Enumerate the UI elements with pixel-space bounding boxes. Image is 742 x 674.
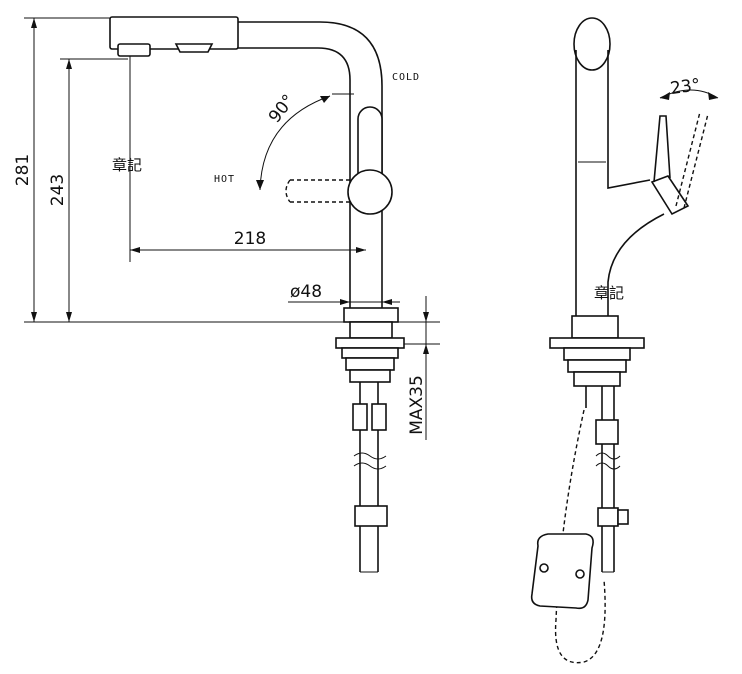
front-base xyxy=(335,307,405,573)
spout-angle-label: 23° xyxy=(669,75,702,99)
handle: 90° COLD HOT xyxy=(214,72,420,215)
dimension-diameter: ø48 xyxy=(288,282,400,305)
hot-label: HOT xyxy=(214,174,235,185)
dim-diameter-label: ø48 xyxy=(290,282,322,302)
side-base xyxy=(549,315,645,573)
dim-218-label: 218 xyxy=(234,229,266,249)
dimension-218: 218 xyxy=(130,229,366,253)
dim-281-label: 281 xyxy=(13,154,33,186)
dimension-281: 281 xyxy=(13,17,112,322)
side-view: 23° 章記 xyxy=(530,17,719,664)
dimension-243: 243 xyxy=(48,58,128,322)
pull-out-hose xyxy=(530,409,606,664)
watermark-right: 章記 xyxy=(594,284,624,302)
side-body: 23° 章記 xyxy=(573,17,719,316)
front-view: 281 243 218 xyxy=(13,16,440,573)
dimension-max35: MAX35 xyxy=(400,296,440,440)
spout xyxy=(109,16,383,322)
cold-label: COLD xyxy=(392,72,420,83)
dim-243-label: 243 xyxy=(48,174,68,206)
handle-angle-label: 90° xyxy=(265,91,299,127)
watermark-left: 章記 xyxy=(112,156,142,174)
dim-max35-label: MAX35 xyxy=(407,375,427,435)
